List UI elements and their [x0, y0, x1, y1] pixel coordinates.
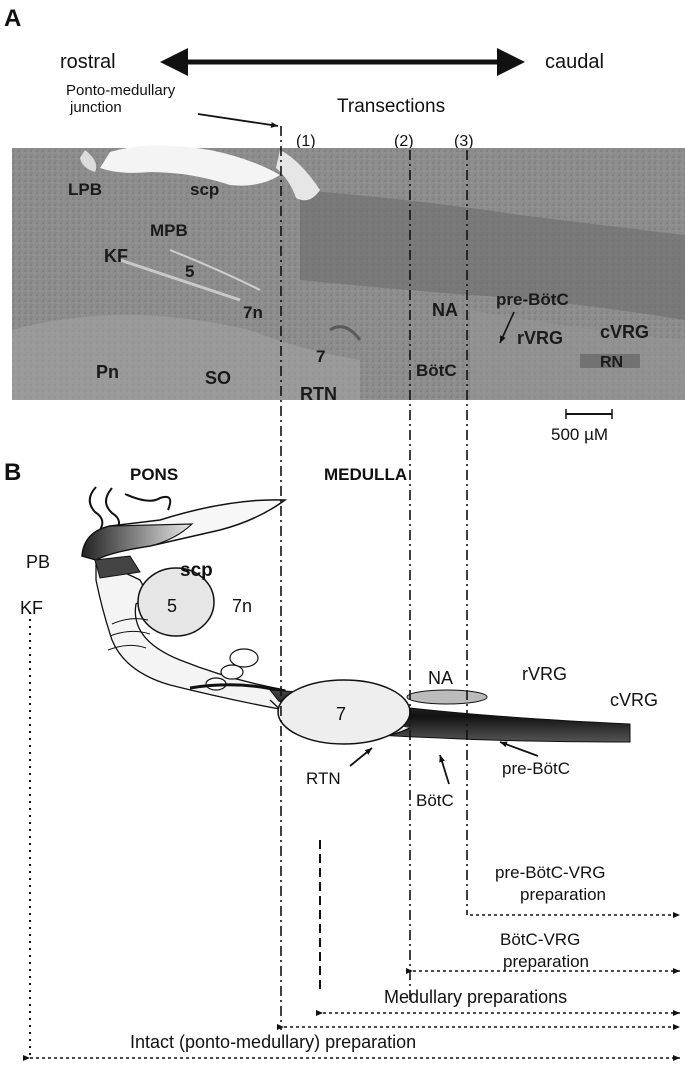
nucleus-5-label: 5	[167, 596, 177, 616]
junction-label-line1: Ponto-medullary	[66, 82, 176, 99]
junction-pointer-arrow	[198, 114, 278, 126]
rtn-label: RTN	[306, 769, 341, 788]
pons-label: PONS	[130, 465, 178, 484]
micro-rtn-label: RTN	[300, 384, 337, 404]
rtn-arrow	[350, 748, 372, 766]
micro-na-label: NA	[432, 300, 458, 320]
rostro-caudal-arrow	[160, 48, 525, 76]
micro-pre-botc-label: pre-BötC	[496, 290, 569, 309]
micro-so-label: SO	[205, 368, 231, 388]
botc-label: BötC	[416, 791, 454, 810]
medullary-prep-label: Medullary preparations	[384, 987, 567, 1007]
panel-a-label: A	[4, 5, 21, 32]
scale-bar	[566, 409, 612, 419]
micro-7n-label: 7n	[243, 303, 263, 322]
micro-pn-label: Pn	[96, 362, 119, 382]
na-label: NA	[428, 668, 453, 688]
micro-rn-label: RN	[600, 354, 623, 371]
micro-kf-label: KF	[104, 246, 128, 266]
transections-title: Transections	[337, 96, 445, 117]
micro-5-label: 5	[185, 262, 194, 281]
scp-label: scp	[180, 560, 213, 581]
junction-label-line2: junction	[69, 99, 122, 116]
pre-botc-label: pre-BötC	[502, 759, 570, 778]
transection-3-label: (3)	[454, 133, 474, 150]
pre-botc-prep-line2: preparation	[520, 885, 606, 904]
medulla-label: MEDULLA	[324, 465, 407, 484]
micro-rvrg-label: rVRG	[517, 328, 563, 348]
micro-7-label: 7	[316, 347, 325, 366]
botc-prep-line2: preparation	[503, 952, 589, 971]
transection-1-label: (1)	[296, 133, 316, 150]
kf-label: KF	[20, 598, 43, 618]
cvrg-label: cVRG	[610, 690, 658, 710]
micro-scp-label: scp	[190, 180, 219, 199]
pre-botc-prep-line1: pre-BötC-VRG	[495, 863, 606, 882]
rvrg-label: rVRG	[522, 664, 567, 684]
botc-prep-line1: BötC-VRG	[500, 930, 580, 949]
pre-botc-arrow	[500, 742, 538, 756]
scale-bar-label: 500 µM	[551, 425, 608, 444]
nucleus-7-label: 7	[336, 704, 346, 724]
botc-arrow	[440, 755, 449, 784]
micro-cvrg-label: cVRG	[600, 322, 649, 342]
caudal-label: caudal	[545, 51, 604, 73]
intact-prep-label: Intact (ponto-medullary) preparation	[130, 1032, 416, 1052]
panel-b-label: B	[4, 459, 21, 486]
pb-label: PB	[26, 552, 50, 572]
brainstem-schematic	[82, 487, 630, 744]
transection-2-label: (2)	[394, 133, 414, 150]
micro-mpb-label: MPB	[150, 221, 188, 240]
7n-label: 7n	[232, 596, 252, 616]
micro-lpb-label: LPB	[68, 180, 102, 199]
micro-botc-label: BötC	[416, 361, 457, 380]
rostral-label: rostral	[60, 51, 116, 73]
